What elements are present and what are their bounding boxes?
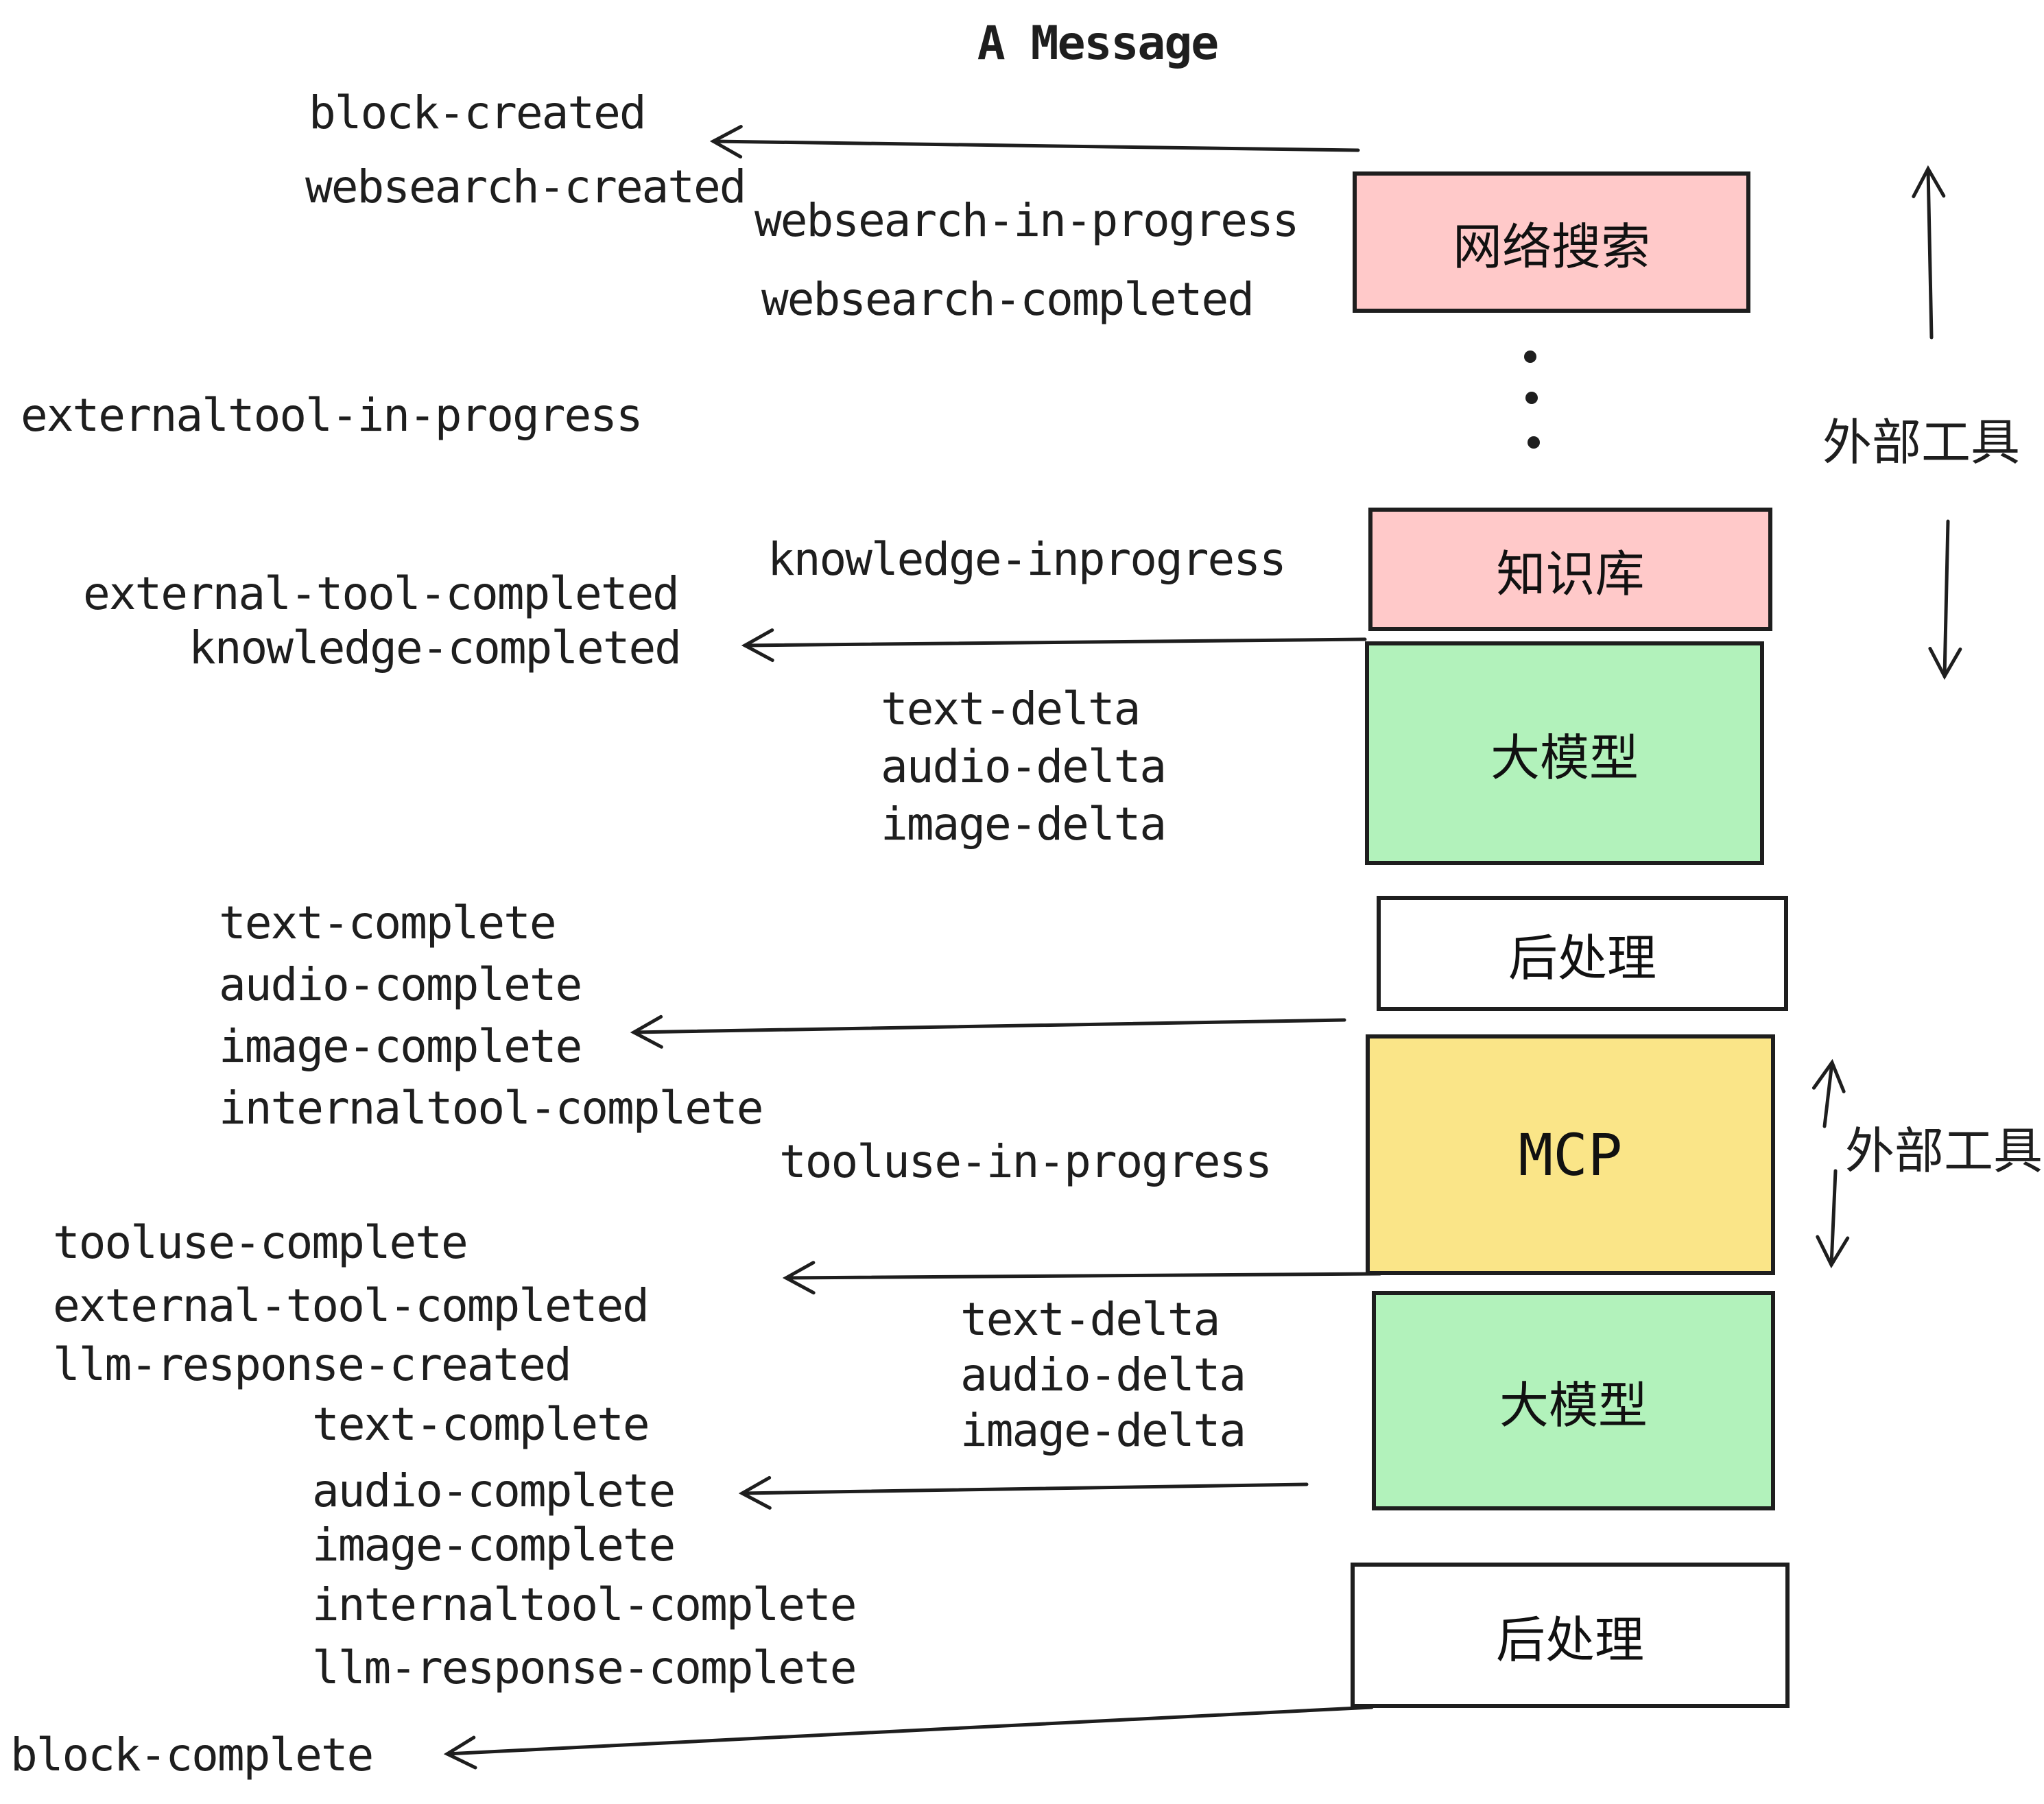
event-block-created: block-created <box>309 86 647 139</box>
event-llm-response-complete: llm-response-complete <box>312 1641 857 1694</box>
event-knowledge-completed: knowledge-completed <box>189 621 682 674</box>
event-websearch-in-progress: websearch-in-progress <box>754 194 1299 247</box>
arrow-post2-to-block-complete <box>443 1705 1374 1770</box>
llm-box-1-label: 大模型 <box>1490 728 1639 787</box>
external-tools-up-arrow-2 <box>1811 1058 1846 1128</box>
postprocess-box-1: 后处理 <box>1377 896 1788 1011</box>
knowledge-box: 知识库 <box>1368 508 1772 631</box>
websearch-box-label: 网络搜索 <box>1452 217 1650 276</box>
event-text-complete-1: text-complete <box>219 897 557 949</box>
event-image-delta-1: image-delta <box>881 798 1167 851</box>
external-tools-down-arrow-2 <box>1816 1169 1850 1269</box>
websearch-box: 网络搜索 <box>1353 171 1750 313</box>
event-websearch-completed: websearch-completed <box>761 273 1255 326</box>
mcp-box-label: MCP <box>1518 1121 1623 1189</box>
arrow-websearch-to-block-created <box>709 125 1360 159</box>
postprocess-box-1-label: 后处理 <box>1508 929 1656 987</box>
event-external-tool-completed-2: external-tool-completed <box>53 1279 650 1332</box>
arrow-mcp-to-tooluse-complete <box>782 1261 1382 1295</box>
event-tooluse-in-progress: tooluse-in-progress <box>779 1135 1272 1188</box>
external-tools-down-arrow-1 <box>1928 519 1962 680</box>
ellipsis-dot-2 <box>1525 392 1538 404</box>
external-tools-label-1: 外部工具 <box>1822 414 2021 471</box>
diagram-title: A Message <box>977 16 1219 71</box>
knowledge-box-label: 知识库 <box>1496 545 1645 603</box>
event-internaltool-complete-2: internaltool-complete <box>312 1578 857 1631</box>
event-audio-complete-2: audio-complete <box>312 1464 676 1517</box>
arrow-knowledge-to-knowledge-completed <box>741 628 1367 663</box>
ellipsis-dot-3 <box>1528 436 1540 449</box>
event-knowledge-inprogress: knowledge-inprogress <box>768 533 1287 586</box>
event-audio-complete-1: audio-complete <box>219 958 582 1011</box>
event-text-delta-2: text-delta <box>960 1293 1220 1346</box>
event-block-complete: block-complete <box>10 1729 374 1781</box>
event-image-delta-2: image-delta <box>960 1404 1246 1457</box>
event-external-tool-completed-1: external-tool-completed <box>83 567 680 620</box>
postprocess-box-2: 后处理 <box>1351 1563 1790 1708</box>
event-websearch-created: websearch-created <box>305 161 747 213</box>
llm-box-1: 大模型 <box>1365 641 1764 865</box>
ellipsis-dot-1 <box>1524 351 1536 363</box>
event-tooluse-complete: tooluse-complete <box>53 1216 468 1269</box>
llm-box-2: 大模型 <box>1372 1291 1775 1510</box>
event-audio-delta-1: audio-delta <box>881 740 1167 793</box>
event-externaltool-in-progress: externaltool-in-progress <box>21 389 643 442</box>
event-text-delta-1: text-delta <box>881 683 1141 735</box>
external-tools-label-2: 外部工具 <box>1845 1122 2043 1180</box>
external-tools-up-arrow-1 <box>1912 165 1946 340</box>
event-audio-delta-2: audio-delta <box>960 1349 1246 1401</box>
llm-box-2-label: 大模型 <box>1499 1376 1648 1434</box>
event-image-complete-2: image-complete <box>312 1519 676 1571</box>
arrow-llm2-to-audio-complete <box>738 1475 1309 1510</box>
event-internaltool-complete-1: internaltool-complete <box>219 1082 763 1135</box>
postprocess-box-2-label: 后处理 <box>1495 1611 1644 1669</box>
event-llm-response-created: llm-response-created <box>53 1338 572 1391</box>
event-image-complete-1: image-complete <box>219 1020 582 1073</box>
mcp-box: MCP <box>1366 1034 1775 1275</box>
arrow-post1-to-image-complete <box>630 1014 1346 1049</box>
event-text-complete-2: text-complete <box>312 1398 650 1451</box>
